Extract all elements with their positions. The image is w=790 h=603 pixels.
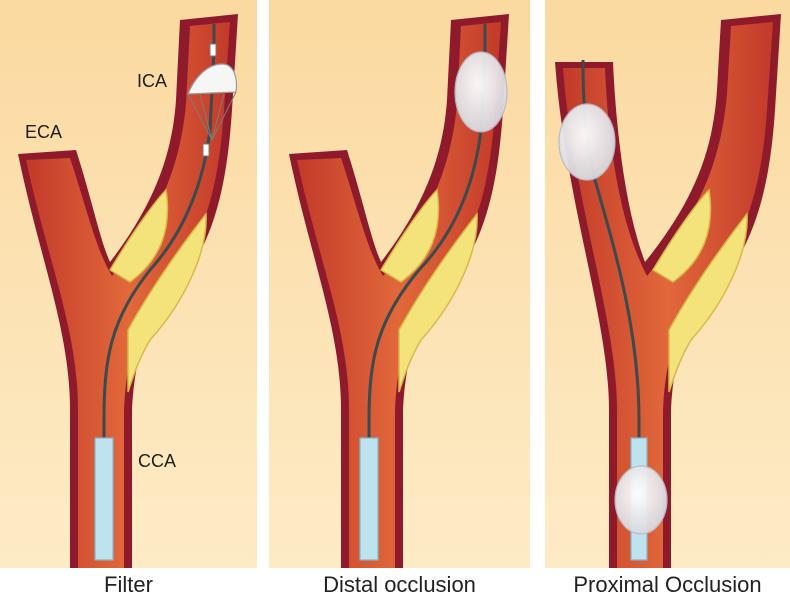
distal-occlusion-illustration (269, 0, 530, 568)
label-cca: CCA (138, 451, 176, 471)
distal-balloon (455, 52, 507, 132)
catheter (360, 438, 378, 560)
label-eca: ECA (25, 122, 62, 142)
proximal-occlusion-illustration (545, 0, 790, 568)
label-ica: ICA (137, 71, 167, 91)
cca-balloon (615, 466, 667, 534)
panel-distal-occlusion (269, 0, 530, 568)
caption-proximal-occlusion: Proximal Occlusion (545, 569, 790, 601)
filter-illustration (0, 0, 257, 568)
eca-balloon (559, 104, 615, 180)
caption-distal-occlusion: Distal occlusion (269, 569, 530, 601)
caption-filter: Filter (0, 569, 257, 601)
panel-filter: ECA ICA CCA (0, 0, 257, 568)
panel-proximal-occlusion (545, 0, 790, 568)
catheter (95, 438, 113, 560)
